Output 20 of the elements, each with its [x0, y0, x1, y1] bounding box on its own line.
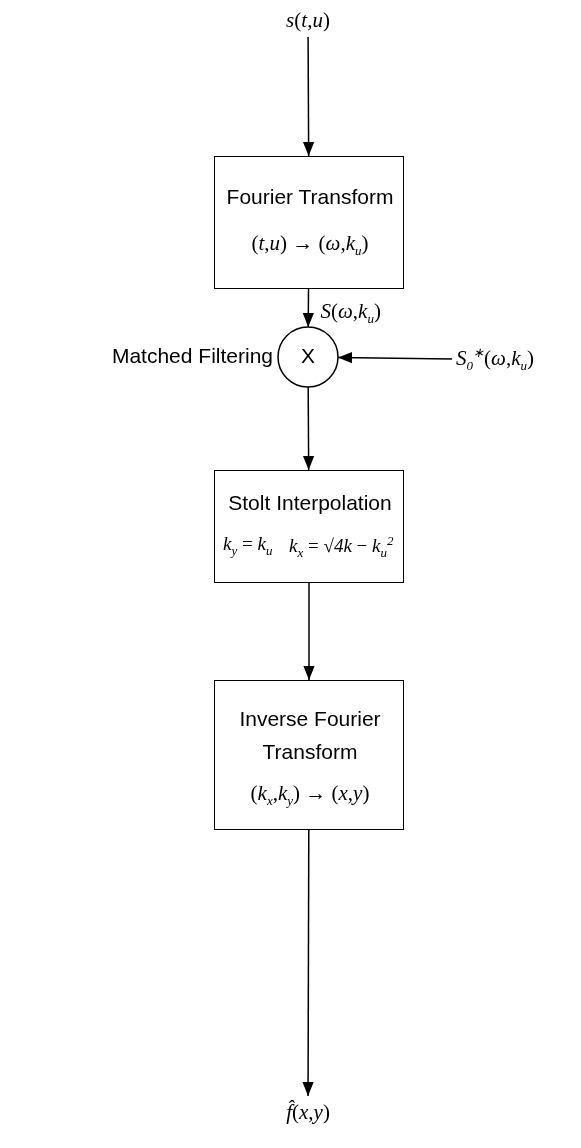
operator-label: X [301, 344, 315, 368]
process-box [214, 470, 404, 583]
process-box [214, 156, 404, 289]
reference-signal-label: S$_{0}$$^{∗}$(ω,k$_{u}$) [456, 345, 534, 375]
box-title: Inverse Fourier Transform [238, 706, 382, 765]
operation-label: Matched Filtering [111, 344, 273, 368]
box-title: k$_{y}$ = k$_{u}$ [223, 533, 273, 559]
input-signal-label: s(t,u) [286, 8, 330, 33]
process-box [214, 680, 404, 830]
box-title: Stolt Interpolation [228, 491, 392, 515]
box-title: Fourier Transform [226, 185, 394, 209]
arrow [303, 36, 315, 157]
arrow [337, 352, 453, 364]
output-image-label: f̂(x,y) [286, 1100, 330, 1125]
formula: (t,u) → (ω,k$_{u}$) [251, 231, 369, 260]
arrow [302, 288, 314, 328]
arrow [302, 829, 314, 1097]
arrow [303, 582, 315, 681]
arrow [303, 386, 315, 471]
formula: (k$_{x}$,k$_{y}$) → (x,y) [250, 781, 370, 810]
